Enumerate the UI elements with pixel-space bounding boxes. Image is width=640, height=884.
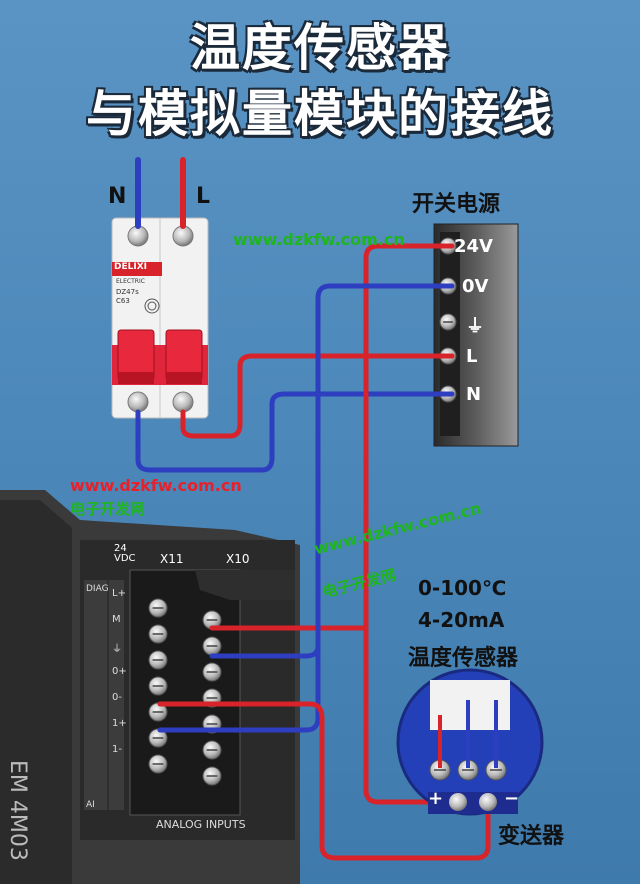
module-model-label: EM 4M03 xyxy=(5,760,30,861)
module-terminal-mark: M xyxy=(112,614,121,625)
module-terminal-mark: 1- xyxy=(112,744,122,755)
module-terminal-mark: 0+ xyxy=(112,666,127,677)
circuit-breaker xyxy=(111,217,209,419)
sensor-name: 温度传感器 xyxy=(408,646,519,671)
psu-terminal-n: N xyxy=(466,384,482,405)
sensor-range: 0-100℃ xyxy=(418,576,507,600)
title-line-1: 温度传感器 xyxy=(190,19,450,77)
watermark-cn-1: 电子开发网 xyxy=(70,500,146,518)
module-terminal-mark: 1+ xyxy=(112,718,127,729)
module-terminal-mark: 0- xyxy=(112,692,122,703)
watermark-url-2: www.dzkfw.com.cn xyxy=(70,476,242,495)
sensor-minus: − xyxy=(504,788,520,809)
module-terminals xyxy=(148,598,222,786)
psu-title: 开关电源 xyxy=(412,192,501,217)
transmitter-label: 变送器 xyxy=(498,824,565,849)
module-24vdc-label: 24 VDC xyxy=(114,543,136,564)
neutral-label: N xyxy=(108,184,127,209)
module-analog-label: ANALOG INPUTS xyxy=(156,818,246,831)
module-terminal-mark: ⏚ xyxy=(112,644,122,655)
breaker-model: DZ47s xyxy=(116,288,139,296)
psu-terminal-24v: 24V xyxy=(454,236,493,257)
power-supply xyxy=(433,223,519,447)
temperature-transmitter xyxy=(396,668,544,816)
psu-terminal-0v: 0V xyxy=(462,276,489,297)
psu-terminal-l: L xyxy=(466,346,478,367)
breaker-brand: DELIXI xyxy=(114,262,147,272)
module-x10-label: X10 xyxy=(226,552,250,566)
breaker-rating: C63 xyxy=(116,297,130,305)
module-diag-label: DIAG xyxy=(86,584,109,594)
line-label: L xyxy=(196,184,211,209)
module-x11-label: X11 xyxy=(160,552,184,566)
breaker-sub: ELECTRIC xyxy=(116,278,145,285)
title-line-2: 与模拟量模块的接线 xyxy=(86,85,554,143)
psu-terminal-ground: ⏚ xyxy=(466,316,484,337)
wires xyxy=(135,157,491,861)
sensor-output: 4-20mA xyxy=(418,608,505,632)
watermark-url-1: www.dzkfw.com.cn xyxy=(233,230,405,249)
module-ai-label: AI xyxy=(86,800,95,810)
sensor-plus: + xyxy=(428,788,444,809)
module-terminal-mark: L+ xyxy=(112,588,126,599)
